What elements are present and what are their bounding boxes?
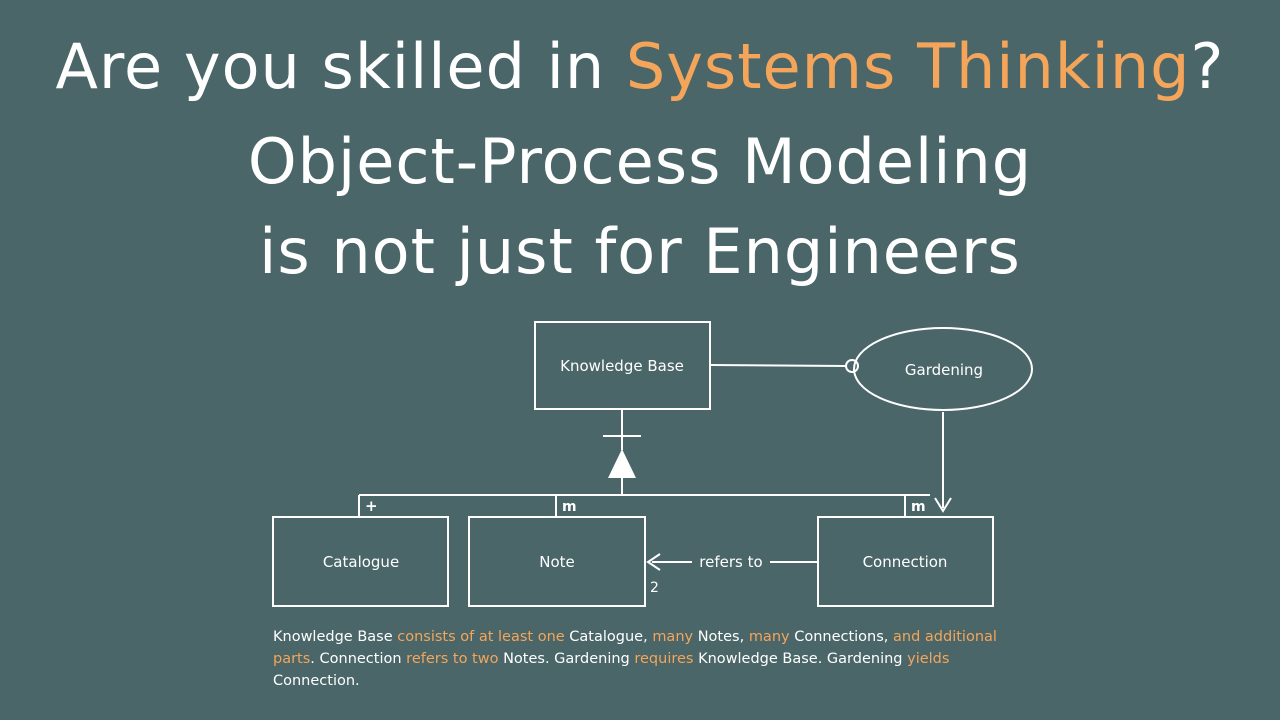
- catalogue-label: Catalogue: [323, 553, 399, 571]
- caption-highlight: consists of at least one: [397, 629, 565, 645]
- caption-text: Notes. Gardening: [498, 651, 635, 667]
- refers-to-label: refers to: [699, 553, 762, 571]
- caption-text: Connections,: [789, 629, 894, 645]
- diagram-caption: Knowledge Base consists of at least one …: [273, 626, 1013, 692]
- connection-label: Connection: [863, 553, 948, 571]
- caption-highlight: and additional parts: [273, 629, 997, 667]
- multiplicity-note: m: [562, 499, 577, 515]
- caption-highlight: requires: [634, 651, 694, 667]
- caption-highlight: yields: [907, 651, 950, 667]
- multiplicity-note-ref: 2: [650, 580, 659, 596]
- title-line-3: is not just for Engineers: [259, 215, 1021, 288]
- gardening-arrowhead: [934, 497, 952, 513]
- caption-highlight: many: [748, 629, 790, 645]
- title-line-2: Object-Process Modeling: [247, 125, 1033, 198]
- knowledge-base-label: Knowledge Base: [560, 357, 684, 375]
- caption-text: Knowledge Base: [273, 629, 398, 645]
- caption-highlight: many: [652, 629, 694, 645]
- catalogue-box: [272, 516, 449, 607]
- caption-text: Notes,: [693, 629, 749, 645]
- gardening-ellipse: [853, 327, 1033, 411]
- multiplicity-connection: m: [911, 499, 926, 515]
- title-line-1: Are you skilled in Systems Thinking?: [0, 30, 1280, 103]
- note-box: [468, 516, 646, 607]
- caption-text: Knowledge Base. Gardening: [693, 651, 908, 667]
- instrument-circle: [845, 359, 859, 373]
- note-label: Note: [539, 553, 575, 571]
- title-accent: Systems Thinking: [625, 30, 1191, 103]
- aggregation-triangle: [608, 449, 636, 478]
- refers-to-arrowhead: [646, 553, 661, 571]
- caption-highlight: refers to two: [406, 651, 499, 667]
- caption-text: . Connection: [310, 651, 407, 667]
- title-suffix: ?: [1190, 30, 1225, 103]
- caption-text: Catalogue,: [564, 629, 653, 645]
- multiplicity-catalogue: +: [365, 497, 378, 515]
- title-prefix: Are you skilled in: [55, 30, 626, 103]
- caption-text: Connection.: [273, 673, 360, 689]
- gardening-label: Gardening: [905, 361, 983, 379]
- kb-gardening-link: [709, 364, 848, 367]
